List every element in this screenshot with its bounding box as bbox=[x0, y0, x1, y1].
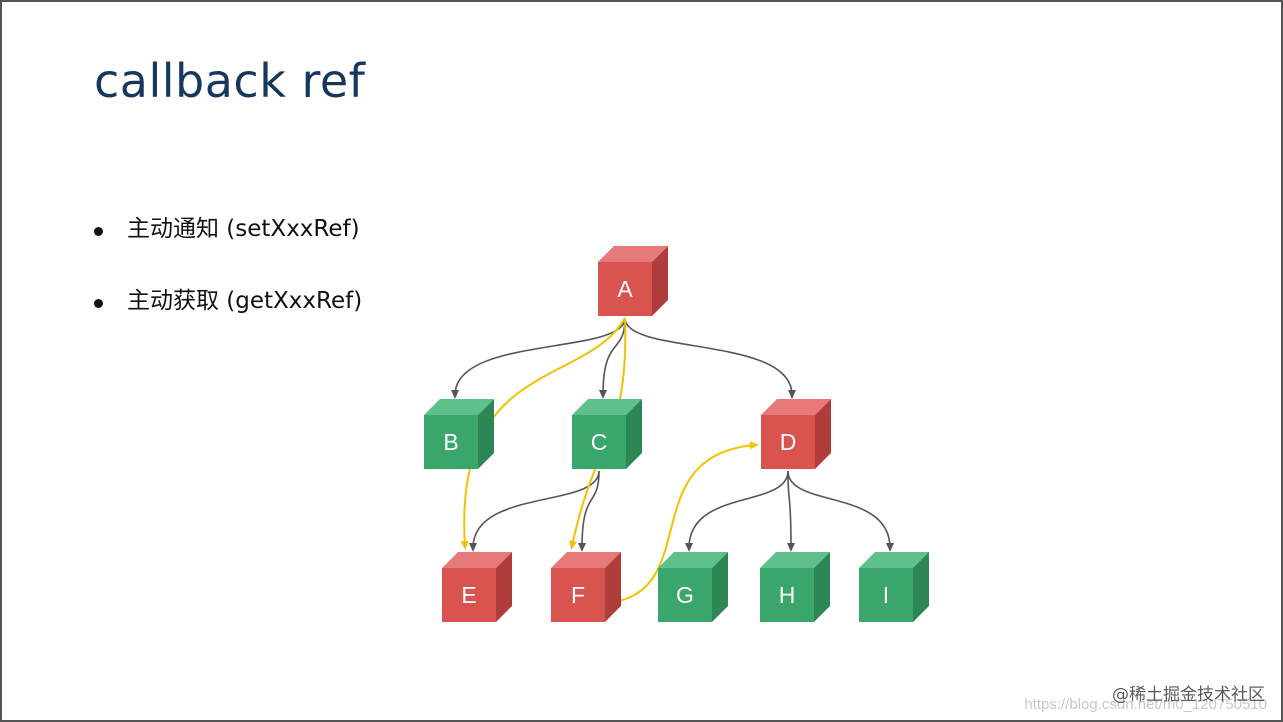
node-C: C bbox=[572, 399, 642, 469]
node-E-top-face bbox=[442, 552, 512, 568]
node-C-side-face bbox=[626, 399, 642, 469]
node-D-label: D bbox=[780, 429, 797, 455]
tree-edge-A-C bbox=[599, 317, 626, 399]
node-I-label: I bbox=[883, 582, 889, 608]
node-D-front-face bbox=[761, 415, 815, 469]
node-B: B bbox=[424, 399, 494, 469]
node-B-side-face bbox=[478, 399, 494, 469]
node-I-front-face bbox=[859, 568, 913, 622]
node-B-label: B bbox=[443, 429, 458, 455]
node-I-side-face bbox=[913, 552, 929, 622]
tree-edge-C-E bbox=[469, 470, 600, 552]
node-G-side-face bbox=[712, 552, 728, 622]
node-A-top-face bbox=[598, 246, 668, 262]
node-H-side-face bbox=[814, 552, 830, 622]
tree-edge-C-F bbox=[578, 470, 600, 552]
node-A-front-face bbox=[598, 262, 652, 316]
node-C-top-face bbox=[572, 399, 642, 415]
bullet-item-fetch: 主动获取 (getXxxRef) bbox=[94, 286, 362, 358]
tree-edge-D-G bbox=[685, 470, 789, 552]
node-F-top-face bbox=[551, 552, 621, 568]
node-F: F bbox=[551, 552, 621, 622]
node-A: A bbox=[598, 246, 668, 316]
node-D-side-face bbox=[815, 399, 831, 469]
ref-path-A-E bbox=[460, 317, 626, 550]
bullet-text: 主动通知 (setXxxRef) bbox=[127, 216, 360, 242]
tree-edge-D-I bbox=[787, 470, 894, 552]
ref-path-F-D bbox=[618, 441, 759, 602]
node-F-label: F bbox=[571, 582, 585, 608]
node-H-top-face bbox=[760, 552, 830, 568]
tree-nodes: A B C D E F G H I bbox=[424, 246, 929, 622]
tree-edge-A-B bbox=[451, 317, 626, 399]
tree-edge-A-D bbox=[624, 317, 796, 399]
node-I-top-face bbox=[859, 552, 929, 568]
node-E-label: E bbox=[461, 582, 476, 608]
node-D: D bbox=[761, 399, 831, 469]
bullet-dot-icon bbox=[94, 227, 103, 236]
node-C-label: C bbox=[591, 429, 608, 455]
node-D-top-face bbox=[761, 399, 831, 415]
node-H: H bbox=[760, 552, 830, 622]
node-H-front-face bbox=[760, 568, 814, 622]
node-F-side-face bbox=[605, 552, 621, 622]
node-F-front-face bbox=[551, 568, 605, 622]
node-A-side-face bbox=[652, 246, 668, 316]
bullet-text: 主动获取 (getXxxRef) bbox=[127, 288, 363, 314]
bullet-list: 主动通知 (setXxxRef) 主动获取 (getXxxRef) bbox=[94, 214, 362, 358]
node-B-front-face bbox=[424, 415, 478, 469]
watermark-url: https://blog.csdn.net/m0_120750510 bbox=[1024, 696, 1267, 713]
node-E-side-face bbox=[496, 552, 512, 622]
node-G-front-face bbox=[658, 568, 712, 622]
node-I: I bbox=[859, 552, 929, 622]
bullet-item-notify: 主动通知 (setXxxRef) bbox=[94, 214, 362, 286]
node-C-front-face bbox=[572, 415, 626, 469]
node-G: G bbox=[658, 552, 728, 622]
tree-edge-D-H bbox=[786, 470, 795, 552]
node-A-label: A bbox=[617, 276, 633, 302]
node-E-front-face bbox=[442, 568, 496, 622]
slide-title: callback ref bbox=[94, 54, 366, 108]
node-H-label: H bbox=[779, 582, 796, 608]
node-E: E bbox=[442, 552, 512, 622]
node-B-top-face bbox=[424, 399, 494, 415]
bullet-dot-icon bbox=[94, 299, 103, 308]
node-G-top-face bbox=[658, 552, 728, 568]
node-G-label: G bbox=[676, 582, 694, 608]
watermark-site: @稀土掘金技术社区 bbox=[1112, 685, 1265, 705]
